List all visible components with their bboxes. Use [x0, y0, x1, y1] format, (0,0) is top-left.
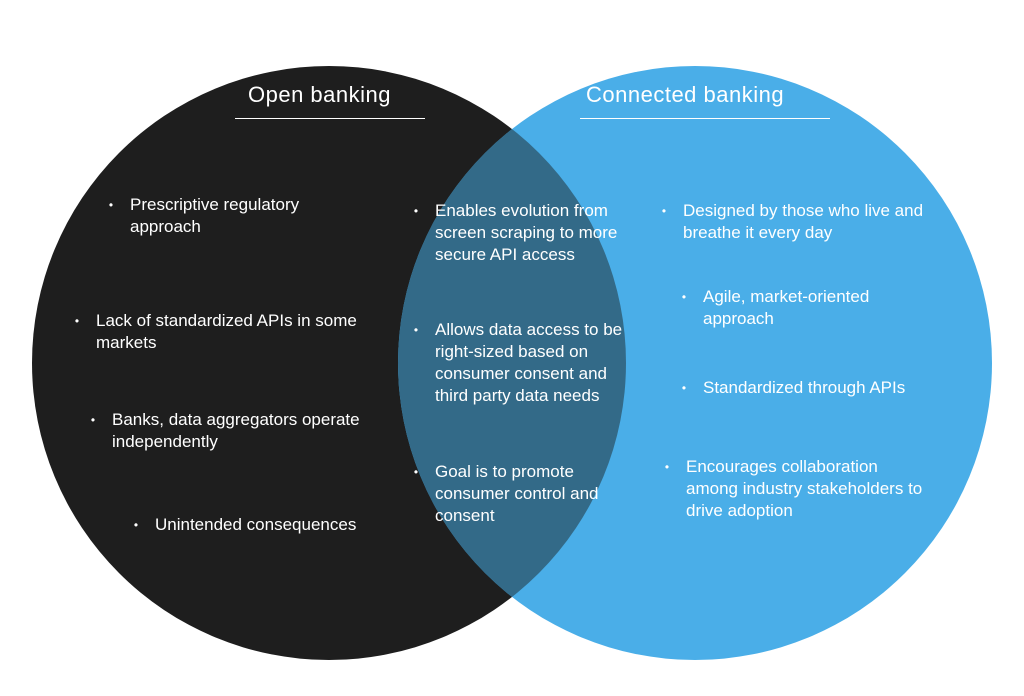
connected-banking-item-text: Standardized through APIs: [703, 378, 906, 397]
connected-banking-item: • Designed by those who live and breathe…: [657, 200, 953, 244]
bullet-icon: •: [413, 465, 419, 479]
connected-banking-title-underline: [580, 118, 830, 119]
bullet-icon: •: [661, 204, 667, 218]
shared-item: • Goal is to promote consumer control an…: [409, 461, 640, 527]
connected-banking-item-text: Encourages collaboration among industry …: [686, 457, 923, 520]
open-banking-title-underline: [235, 118, 425, 119]
connected-banking-item: • Agile, market-oriented approach: [677, 286, 938, 330]
open-banking-item: • Unintended consequences: [129, 514, 405, 536]
open-banking-item-text: Prescriptive regulatory approach: [130, 195, 300, 236]
overlap-region: [398, 66, 626, 660]
shared-item-text: Allows data access to be right-sized bas…: [435, 320, 623, 405]
bullet-icon: •: [664, 460, 670, 474]
bullet-icon: •: [681, 290, 687, 304]
connected-banking-item: • Standardized through APIs: [677, 377, 973, 399]
open-banking-title: Open banking: [248, 82, 391, 107]
shared-item-text: Goal is to promote consumer control and …: [435, 462, 599, 525]
connected-banking-title: Connected banking: [586, 82, 785, 107]
open-banking-item-text: Unintended consequences: [155, 515, 357, 534]
shared-item-text: Enables evolution from screen scraping t…: [435, 201, 618, 264]
bullet-icon: •: [108, 198, 114, 212]
bullet-icon: •: [413, 204, 419, 218]
bullet-icon: •: [681, 381, 687, 395]
shared-item: • Enables evolution from screen scraping…: [409, 200, 640, 266]
bullet-icon: •: [413, 323, 419, 337]
open-banking-item-text: Banks, data aggregators operate independ…: [112, 410, 360, 451]
shared-item: • Allows data access to be right-sized b…: [409, 319, 640, 407]
connected-banking-item-text: Agile, market-oriented approach: [703, 287, 870, 328]
open-banking-item: • Banks, data aggregators operate indepe…: [86, 409, 367, 453]
open-banking-item: • Prescriptive regulatory approach: [104, 194, 370, 238]
open-banking-item: • Lack of standardized APIs in some mark…: [70, 310, 361, 354]
open-banking-item-text: Lack of standardized APIs in some market…: [96, 311, 357, 352]
bullet-icon: •: [74, 314, 80, 328]
bullet-icon: •: [133, 518, 139, 532]
connected-banking-item-text: Designed by those who live and breathe i…: [683, 201, 924, 242]
bullet-icon: •: [90, 413, 96, 427]
connected-banking-item: • Encourages collaboration among industr…: [660, 456, 926, 522]
